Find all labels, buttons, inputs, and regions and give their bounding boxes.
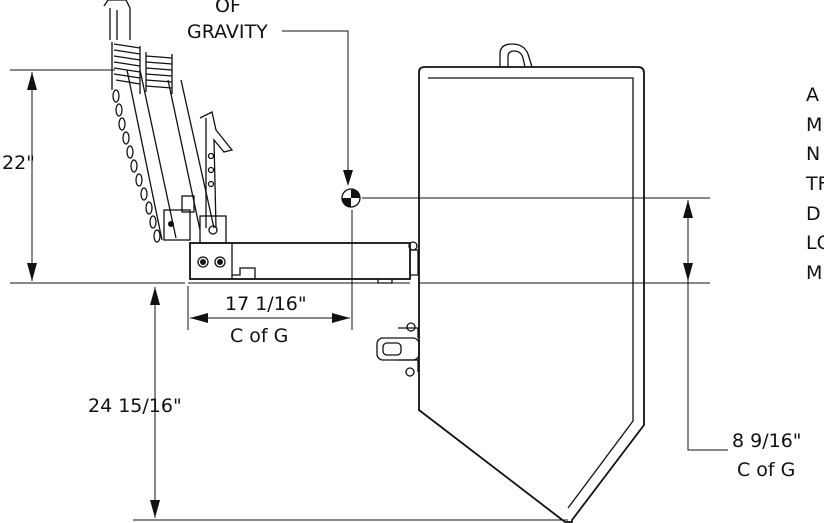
cog-leader <box>282 30 349 180</box>
side-note-letter: M <box>806 262 822 284</box>
dimension-8-value: 8 9/16" <box>732 430 802 452</box>
dimension-17-value: 17 1/16" <box>225 293 307 315</box>
side-note-letter: D <box>806 203 821 225</box>
dimension-8 <box>362 197 728 451</box>
side-note-letter: M <box>806 114 822 136</box>
side-note: A M N TF D LC M <box>805 84 824 284</box>
dimension-22-label: 22" <box>2 152 35 174</box>
cog-leader-arrow <box>343 170 353 186</box>
chain <box>112 89 161 243</box>
dimension-24 <box>133 282 710 521</box>
cog-label-line2: GRAVITY <box>187 21 268 43</box>
dimension-8-caption: C of G <box>737 459 795 481</box>
base-frame <box>189 241 419 284</box>
side-note-letter: TF <box>805 173 824 195</box>
dimension-24-label: 24 15/16" <box>88 395 182 417</box>
dimension-17-caption: C of G <box>230 325 288 347</box>
center-of-gravity-marker <box>341 188 361 208</box>
hopper-body <box>376 43 645 523</box>
side-note-letter: LC <box>806 232 824 254</box>
dimension-22 <box>10 69 185 284</box>
dimension-17 <box>187 210 353 330</box>
side-note-letter: A <box>806 84 819 106</box>
hopper-latch <box>376 322 420 377</box>
side-note-letter: N <box>806 143 820 165</box>
mast-assembly <box>103 0 234 244</box>
cog-label-line1: OF <box>215 0 241 17</box>
